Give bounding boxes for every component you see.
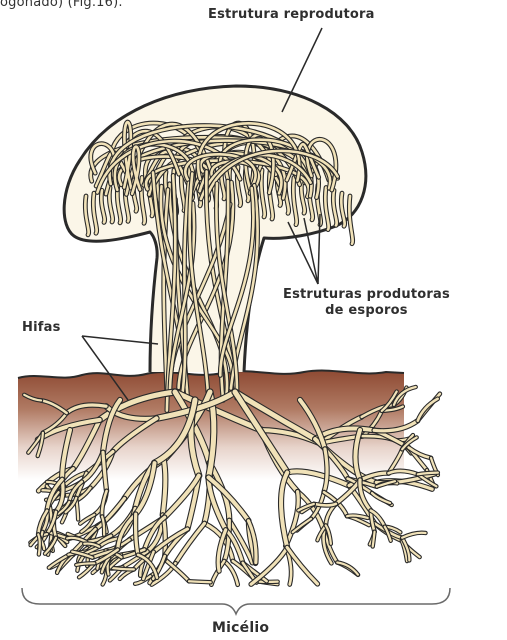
label-spore-structures: Estruturas produtoras de esporos <box>283 287 450 319</box>
page-caption-fragment: ogonado) (Fig.16). <box>0 0 123 11</box>
leader-line-hyphae-1 <box>82 336 158 344</box>
label-reproductive-structure: Estrutura reprodutora <box>208 7 375 23</box>
label-hyphae: Hifas <box>22 320 61 336</box>
label-spore-structures-line2: de esporos <box>283 303 450 319</box>
label-spore-structures-line1: Estruturas produtoras <box>283 287 450 303</box>
mycelium-bracket <box>22 588 450 614</box>
label-mycelium: Micélio <box>212 620 269 636</box>
